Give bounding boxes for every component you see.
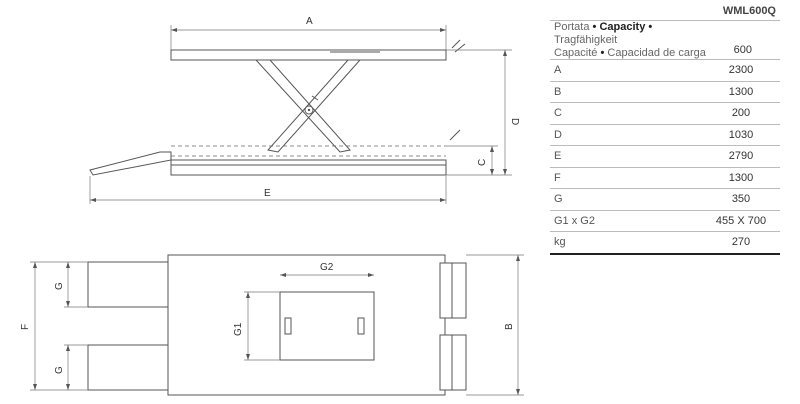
spec-value: 1030 — [728, 128, 754, 141]
spec-row: B 1300 — [550, 82, 780, 103]
spec-value: 350 — [731, 193, 751, 206]
model-name: WML600Q — [722, 5, 776, 17]
spec-value: 1300 — [728, 171, 754, 184]
spec-row: A 2300 — [550, 60, 780, 82]
spec-label: G1 x G2 — [554, 214, 595, 227]
dimension-g-bottom: G — [54, 344, 88, 390]
spec-row: kg 270 — [550, 232, 780, 255]
spec-label: C — [554, 107, 562, 120]
spec-label: kg — [554, 236, 566, 249]
spec-label: B — [554, 85, 562, 98]
spec-label: E — [554, 150, 562, 163]
spec-table-body: Portata • Capacity • Tragfähigkeit Capac… — [550, 20, 780, 255]
lift-top-view — [87, 254, 467, 396]
dimension-b: B — [466, 254, 524, 396]
spec-label: D — [554, 128, 562, 141]
dimension-a: A — [170, 16, 447, 50]
dimension-g2: G2 — [280, 262, 374, 277]
spec-row: G 350 — [550, 189, 780, 211]
lift-platform-lowered — [171, 129, 461, 157]
spec-label: F — [554, 171, 561, 184]
spec-value: 1300 — [728, 85, 754, 98]
label-g1: G1 — [233, 322, 244, 336]
label-e: E — [264, 188, 271, 199]
dimension-g1: G1 — [233, 291, 280, 361]
dimension-c: C — [446, 145, 498, 175]
capacity-value: 600 — [733, 44, 753, 56]
spec-row: C 200 — [550, 103, 780, 125]
spec-label: A — [554, 64, 562, 77]
spec-row: E 2790 — [550, 146, 780, 168]
dimension-d: D — [446, 49, 520, 176]
spec-value: 2300 — [728, 64, 754, 77]
label-b: B — [504, 323, 515, 330]
label-d: D — [509, 118, 520, 125]
dimension-f: F — [20, 261, 88, 391]
spec-row: F 1300 — [550, 168, 780, 189]
lift-base — [89, 151, 447, 176]
lift-platform-raised — [170, 39, 466, 61]
spec-value: 2790 — [728, 150, 754, 163]
capacity-row: Portata • Capacity • Tragfähigkeit Capac… — [550, 21, 780, 60]
label-f: F — [20, 324, 31, 330]
technical-drawing: A D C — [20, 16, 524, 396]
spec-row: D 1030 — [550, 125, 780, 146]
spec-row: G1 x G2 455 X 700 — [550, 211, 780, 232]
spec-value: 200 — [731, 107, 751, 120]
spec-value: 270 — [731, 236, 751, 249]
label-g-bottom: G — [54, 366, 65, 374]
capacity-label: Portata • Capacity • Tragfähigkeit Capac… — [554, 20, 706, 59]
scissor-mechanism — [254, 59, 362, 153]
dimension-g-top: G — [54, 262, 88, 308]
label-g-top: G — [54, 282, 65, 290]
label-a: A — [306, 16, 313, 27]
dimension-e: E — [89, 176, 447, 204]
label-g2: G2 — [320, 262, 334, 273]
label-c: C — [477, 159, 488, 166]
spec-label: G — [554, 193, 563, 206]
spec-table: WML600Q Portata • Capacity • Tragfähigke… — [550, 0, 780, 255]
spec-value: 455 X 700 — [715, 214, 767, 227]
